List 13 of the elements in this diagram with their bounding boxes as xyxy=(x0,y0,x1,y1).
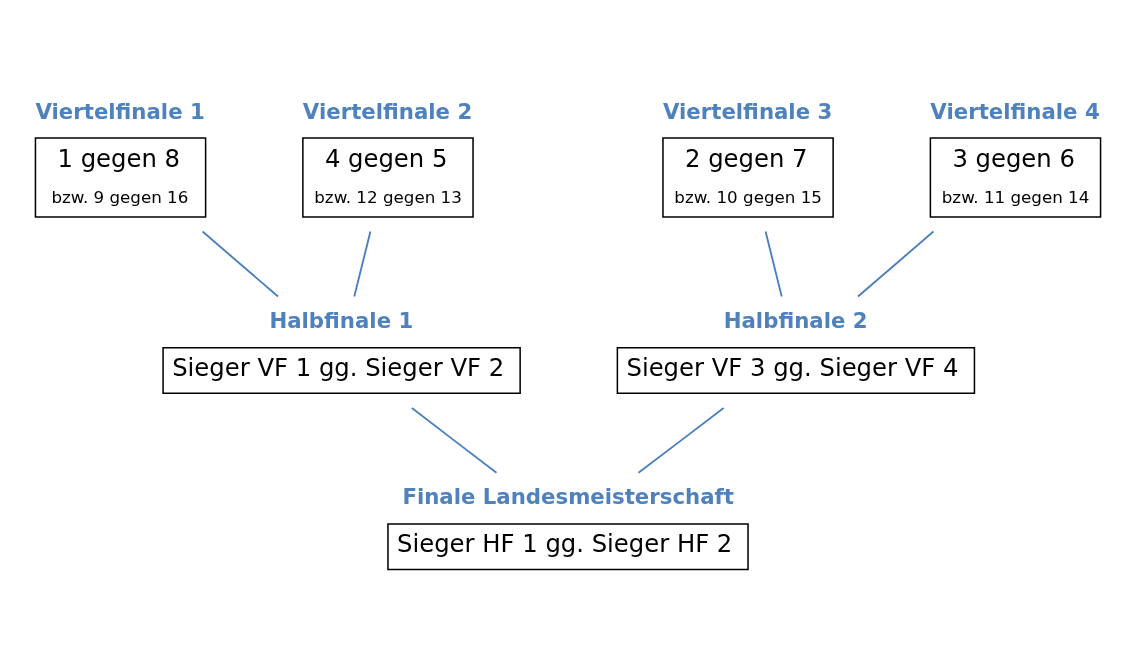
node-label: Halbfinale 2 xyxy=(723,307,868,333)
node-label: Viertelfinale 3 xyxy=(662,98,833,124)
connector xyxy=(637,406,725,474)
connector xyxy=(857,230,935,297)
node-label: Viertelfinale 2 xyxy=(302,98,473,124)
connector xyxy=(764,230,783,297)
connector xyxy=(353,230,372,297)
connector xyxy=(201,230,279,297)
connector xyxy=(410,406,498,474)
node-label: Viertelfinale 1 xyxy=(35,98,205,124)
node-label: Viertelfinale 4 xyxy=(930,98,1100,124)
node-label: Finale Landesmeisterschaft xyxy=(402,483,734,509)
node-label: Halbfinale 1 xyxy=(269,307,414,333)
